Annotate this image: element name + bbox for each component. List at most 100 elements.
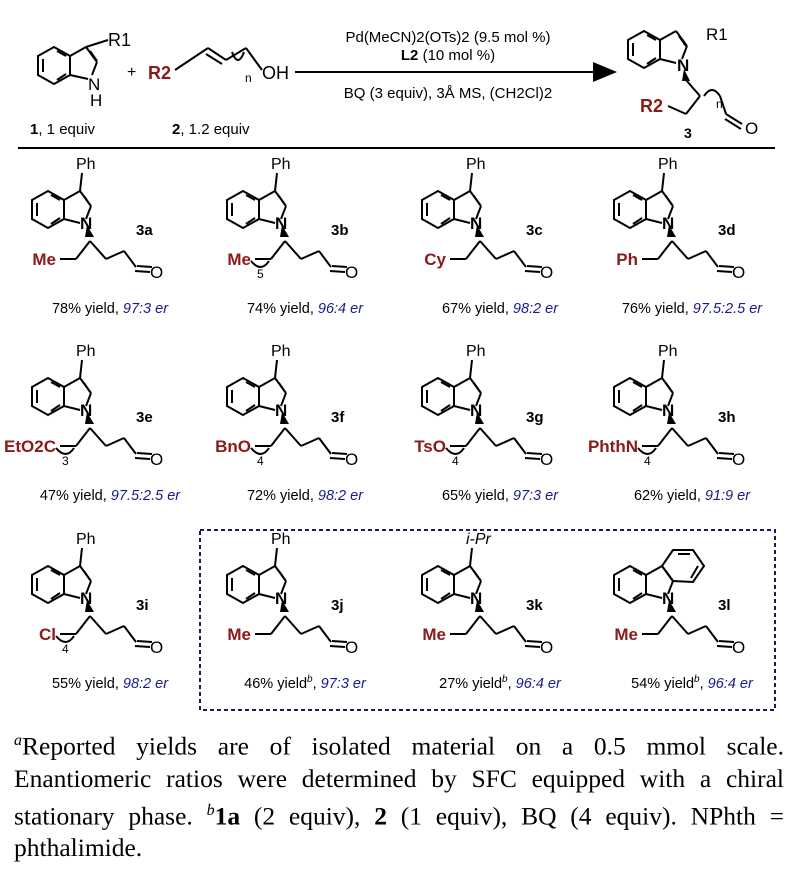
product-3i-o-atom: O: [150, 638, 163, 657]
product-3j-side-chain: Me: [227, 625, 251, 644]
product-general-o: O: [745, 119, 758, 138]
product-3f-n-atom: N: [275, 401, 287, 420]
product-3g-top-substituent: Ph: [466, 343, 486, 360]
plus-sign: +: [127, 64, 136, 81]
product-3l-bonds: [613, 549, 735, 648]
product-3c-bonds: [421, 172, 543, 273]
product-3e-side-chain: EtO2C: [4, 437, 56, 456]
product-3h-top-substituent: Ph: [658, 343, 678, 360]
product-general-n: N: [677, 56, 689, 75]
product-3c-yield: 67% yield, 98:2 er: [442, 301, 559, 317]
product-general-n-sub: n: [716, 97, 723, 111]
conditions-line-3: BQ (3 equiv), 3Å MS, (CH2Cl)2: [344, 85, 552, 102]
product-3a-n-atom: N: [80, 214, 92, 233]
product-3i-top-substituent: Ph: [76, 531, 96, 548]
footnote-b-text2: (1 equiv), BQ (4 equiv). NPhth = phthali…: [14, 801, 785, 862]
reactant-2-n: n: [245, 71, 252, 85]
product-3d-n-atom: N: [662, 214, 674, 233]
footnote-b-text1: (2 equiv),: [240, 801, 375, 830]
product-3c-side-chain: Cy: [424, 250, 446, 269]
reactant-1: [37, 39, 109, 86]
product-3l-side-chain: Me: [614, 625, 638, 644]
product-general-r1: R1: [706, 25, 728, 44]
reactant-2-label: 2, 1.2 equiv: [172, 121, 250, 138]
footnote-b-1a: 1a: [214, 801, 241, 830]
product-3i-yield: 55% yield, 98:2 er: [52, 676, 169, 692]
product-3b-bonds: [226, 172, 348, 273]
product-3f-o-atom: O: [345, 450, 358, 469]
product-general-r2: R2: [640, 96, 663, 116]
product-3g-o-atom: O: [540, 450, 553, 469]
product-3a-yield: 78% yield, 97:3 er: [52, 301, 169, 317]
product-3h-chain-count: 4: [644, 454, 651, 468]
product-general: [627, 29, 743, 130]
reactant-2-r2: R2: [148, 63, 171, 83]
product-3c-n-atom: N: [470, 214, 482, 233]
highlight-box: [199, 529, 776, 711]
product-3k-top-substituent: i-Pr: [466, 531, 492, 548]
product-3g-yield: 65% yield, 97:3 er: [442, 488, 559, 504]
product-3i-chain-count: 4: [62, 642, 69, 656]
product-3g-n-atom: N: [470, 401, 482, 420]
footnote-b-2: 2: [374, 801, 387, 830]
product-3j-n-atom: N: [275, 589, 287, 608]
product-3g-chain-count: 4: [452, 454, 459, 468]
product-3k-n-atom: N: [470, 589, 482, 608]
product-3a-top-substituent: Ph: [76, 156, 96, 173]
product-3b-top-substituent: Ph: [271, 156, 291, 173]
reactant-2: [174, 47, 263, 71]
product-3b-yield: 74% yield, 96:4 er: [247, 301, 364, 317]
product-3j-o-atom: O: [345, 638, 358, 657]
product-3h-yield: 62% yield, 91:9 er: [634, 488, 751, 504]
product-3d-top-substituent: Ph: [658, 156, 678, 173]
product-3f-top-substituent: Ph: [271, 343, 291, 360]
reactant-1-n: N: [88, 75, 100, 94]
product-3f-label: 3f: [331, 409, 345, 426]
product-3l-n-atom: N: [662, 589, 674, 608]
product-3b-o-atom: O: [345, 263, 358, 282]
product-3j-yield: 46% yieldb, 97:3 er: [244, 674, 367, 692]
product-3b-side-chain: Me: [227, 250, 251, 269]
conditions-line-2: L2 (10 mol %): [401, 47, 495, 64]
product-3d-yield: 76% yield, 97.5:2.5 er: [622, 301, 763, 317]
product-3k-o-atom: O: [540, 638, 553, 657]
product-3i-label: 3i: [136, 597, 149, 614]
product-3i-bonds: [31, 547, 153, 648]
reactant-1-h: H: [90, 91, 102, 110]
product-3k-yield: 27% yieldb, 96:4 er: [439, 674, 562, 692]
product-3a-o-atom: O: [150, 263, 163, 282]
product-3k-side-chain: Me: [422, 625, 446, 644]
product-3i-side-chain: Cl: [39, 625, 56, 644]
wedge-bond: [682, 69, 690, 81]
product-3c-label: 3c: [526, 222, 543, 239]
product-3h-n-atom: N: [662, 401, 674, 420]
product-3f-yield: 72% yield, 98:2 er: [247, 488, 364, 504]
conditions-line-1: Pd(MeCN)2(OTs)2 (9.5 mol %): [345, 29, 550, 46]
product-3c-top-substituent: Ph: [466, 156, 486, 173]
reactant-1-r1: R1: [108, 30, 131, 50]
product-3e-yield: 47% yield, 97.5:2.5 er: [40, 488, 181, 504]
product-3b-chain-count: 5: [257, 267, 264, 281]
product-3h-label: 3h: [718, 409, 736, 426]
product-3e-chain-count: 3: [62, 454, 69, 468]
product-3j-top-substituent: Ph: [271, 531, 291, 548]
footnote: aReported yields are of isolated materia…: [14, 725, 784, 864]
product-general-label: 3: [684, 125, 692, 141]
product-3l-o-atom: O: [732, 638, 745, 657]
product-3d-o-atom: O: [732, 263, 745, 282]
product-3e-bonds: [31, 359, 153, 460]
footnote-a-text: Reported yields are of isolated material…: [14, 731, 784, 831]
reactant-2-oh: OH: [262, 63, 289, 83]
